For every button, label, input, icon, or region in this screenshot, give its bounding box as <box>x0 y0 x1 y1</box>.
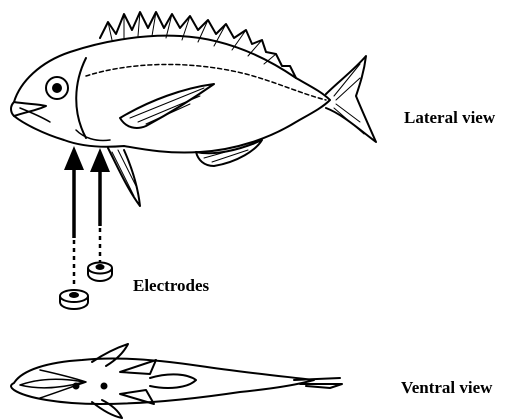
fish-mouth <box>14 102 46 116</box>
ventral-body-outline <box>11 358 314 404</box>
ventral-pelvic-top <box>120 360 156 374</box>
ventral-pectoral-bottom <box>92 400 122 418</box>
anal-fin <box>196 140 262 166</box>
lateral-fish <box>11 12 376 206</box>
electrode-right <box>88 263 112 282</box>
ventral-view-label: Ventral view <box>401 378 492 398</box>
tail-fin <box>326 56 376 142</box>
ventral-jaw <box>40 370 86 398</box>
tail-fin-rays <box>334 64 364 134</box>
ventral-pectoral-top <box>92 344 128 366</box>
arrow-right-head <box>90 148 110 172</box>
ventral-electrode-spot-1 <box>73 383 80 390</box>
ventral-electrode-spot-2 <box>101 383 108 390</box>
gill-cover <box>76 58 86 138</box>
lateral-view-label: Lateral view <box>404 108 495 128</box>
electrode-disks <box>60 263 112 310</box>
fish-eye-pupil <box>52 83 62 93</box>
ventral-anal-fin <box>150 374 196 388</box>
dorsal-fin <box>100 12 296 78</box>
electrode-left <box>60 290 88 309</box>
gill-edge <box>76 130 110 141</box>
lateral-line <box>86 64 326 100</box>
electrodes-label: Electrodes <box>133 276 209 296</box>
pectoral-fin <box>120 84 214 128</box>
ventral-pelvic-bottom <box>120 390 154 404</box>
ventral-fish <box>11 344 342 418</box>
ventral-tail <box>294 378 342 388</box>
arrow-left-head <box>64 146 84 170</box>
